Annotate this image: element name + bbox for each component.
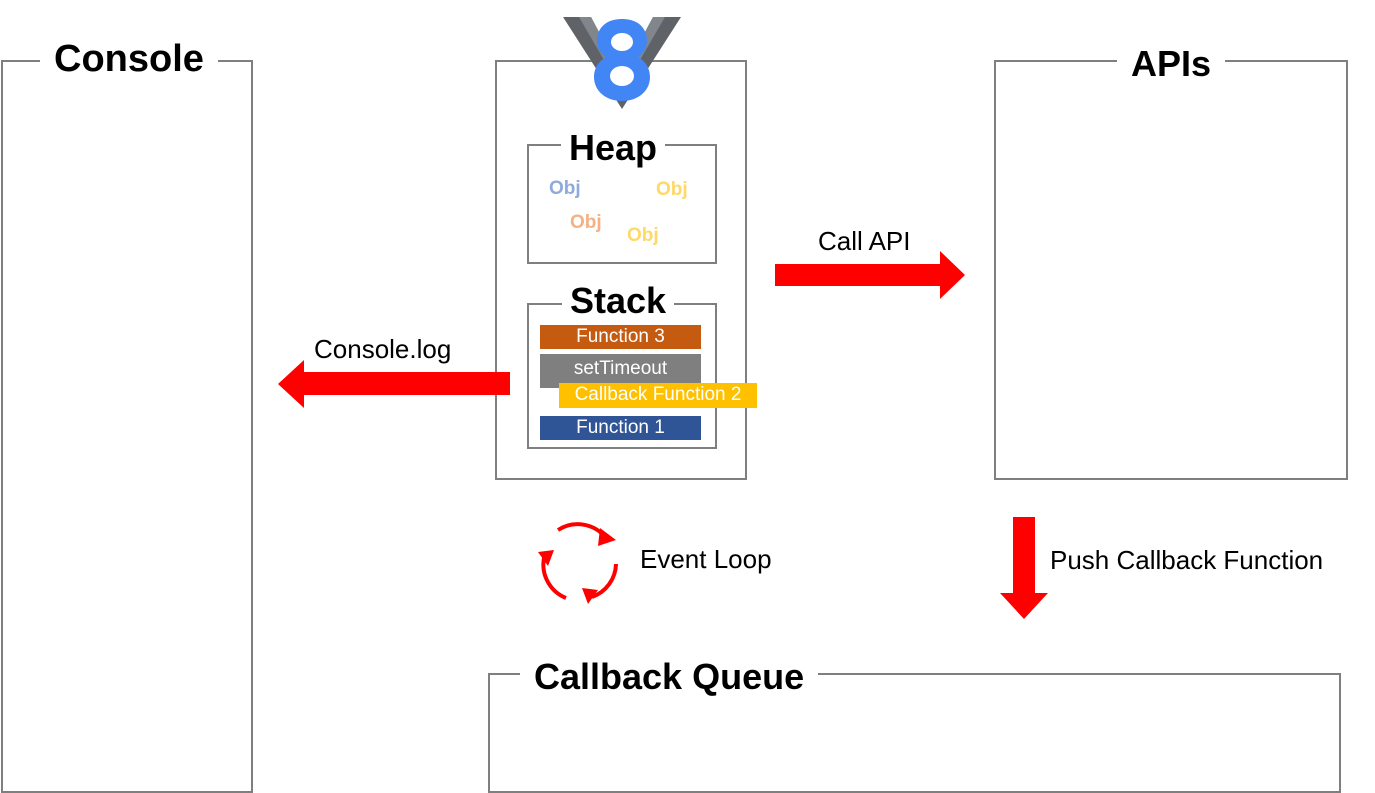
stack-frame-settimeout: setTimeout bbox=[540, 354, 701, 388]
console-log-arrow bbox=[278, 360, 510, 408]
apis-panel bbox=[994, 60, 1348, 480]
console-log-label: Console.log bbox=[314, 334, 452, 364]
console-title: Console bbox=[40, 40, 218, 78]
v8-logo-icon bbox=[563, 17, 681, 109]
stack-frame-function-3: Function 3 bbox=[540, 325, 701, 349]
call-api-arrow bbox=[775, 251, 965, 299]
stack-title: Stack bbox=[562, 283, 675, 319]
call-api-label: Call API bbox=[818, 226, 911, 256]
push-callback-label: Push Callback Function bbox=[1050, 545, 1324, 575]
apis-title: APIs bbox=[1117, 46, 1226, 82]
stack-frame-callback-function-2: Callback Function 2 bbox=[559, 383, 757, 408]
heap-object: Obj bbox=[549, 178, 581, 199]
stack-frame-function-1: Function 1 bbox=[540, 416, 701, 440]
cycle-arrows-icon bbox=[538, 522, 618, 604]
heap-object: Obj bbox=[656, 179, 688, 200]
event-loop-label: Event Loop bbox=[640, 544, 772, 574]
callback-queue-panel bbox=[488, 673, 1341, 793]
heap-object: Obj bbox=[570, 212, 602, 233]
heap-title: Heap bbox=[561, 130, 666, 166]
push-callback-arrow bbox=[1000, 517, 1048, 619]
heap-object: Obj bbox=[627, 225, 659, 246]
console-panel bbox=[1, 60, 253, 793]
callback-queue-title: Callback Queue bbox=[520, 659, 819, 695]
